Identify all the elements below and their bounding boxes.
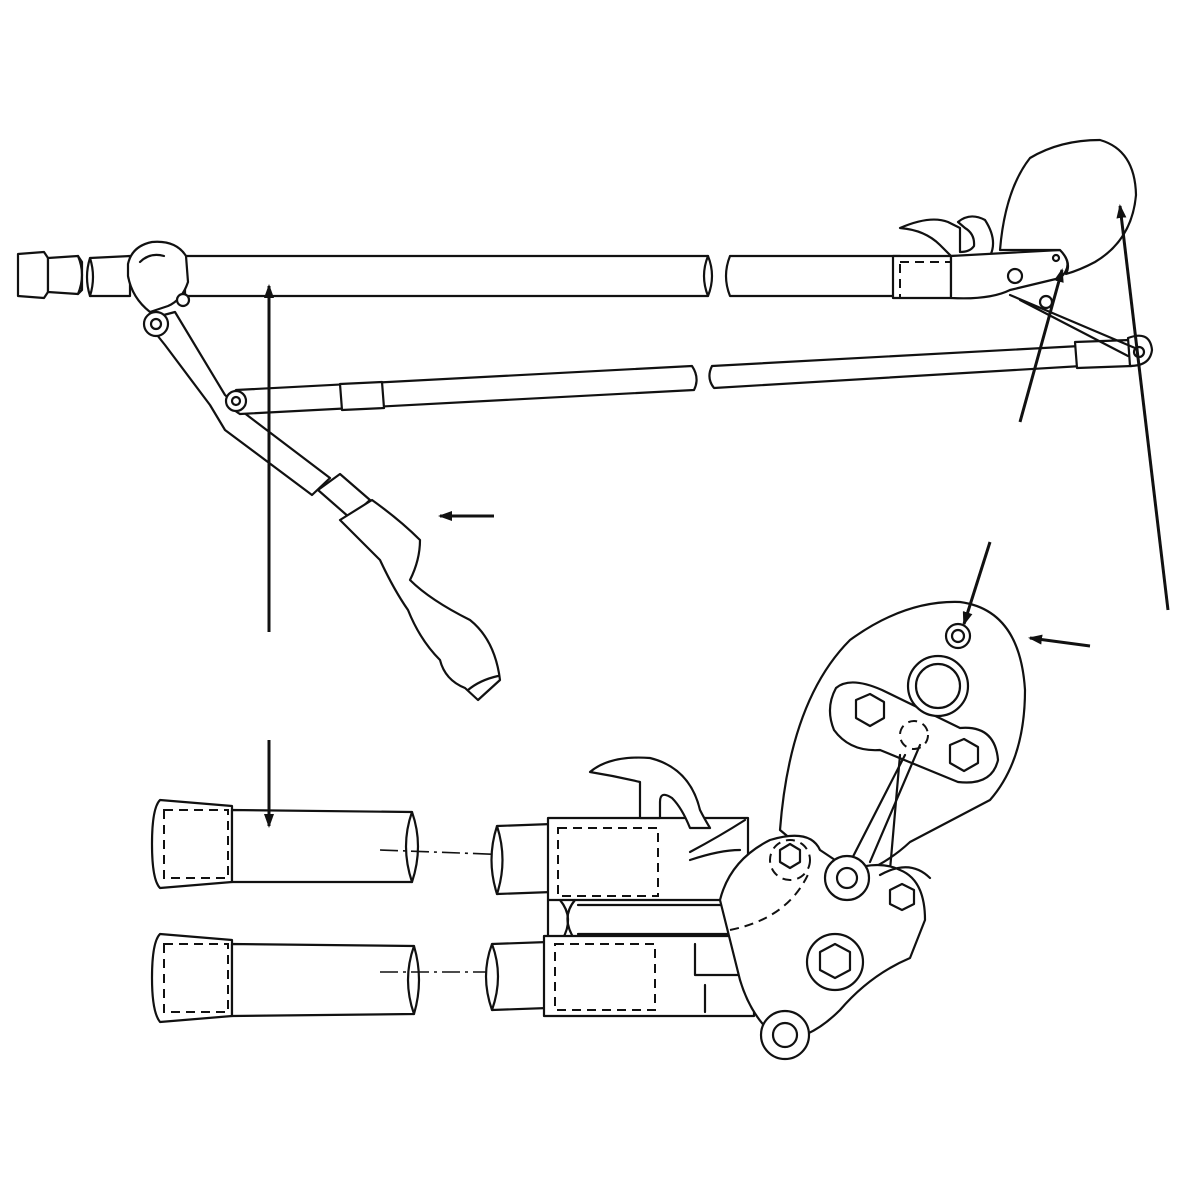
link-plate xyxy=(718,834,932,1061)
upper-pole-segment-left xyxy=(85,254,132,298)
jaw-plate xyxy=(778,600,1027,884)
handle-cap-upper xyxy=(150,798,420,890)
tube-upper xyxy=(490,822,554,896)
arrow-pivot-pin xyxy=(962,541,992,626)
arrow-jaw-plate xyxy=(1028,634,1091,648)
cutting-blade-guard xyxy=(998,138,1138,276)
assembled-lopper xyxy=(16,138,1170,702)
lower-pole xyxy=(224,334,1154,416)
socket-block xyxy=(546,756,750,942)
lever-handle xyxy=(142,310,372,520)
exploded-head-detail xyxy=(150,541,1091,1061)
arrow-jaw xyxy=(1018,268,1064,423)
handle-end-cap xyxy=(16,250,84,300)
arrow-guard xyxy=(1116,204,1170,611)
jaw-hook xyxy=(891,215,1137,358)
tube-lower xyxy=(484,940,550,1012)
upper-pole xyxy=(183,254,902,298)
handle-cap-lower xyxy=(150,932,421,1024)
pivot-head xyxy=(126,240,191,314)
socket-block-lower xyxy=(542,934,756,1018)
hand-grip xyxy=(338,498,502,702)
